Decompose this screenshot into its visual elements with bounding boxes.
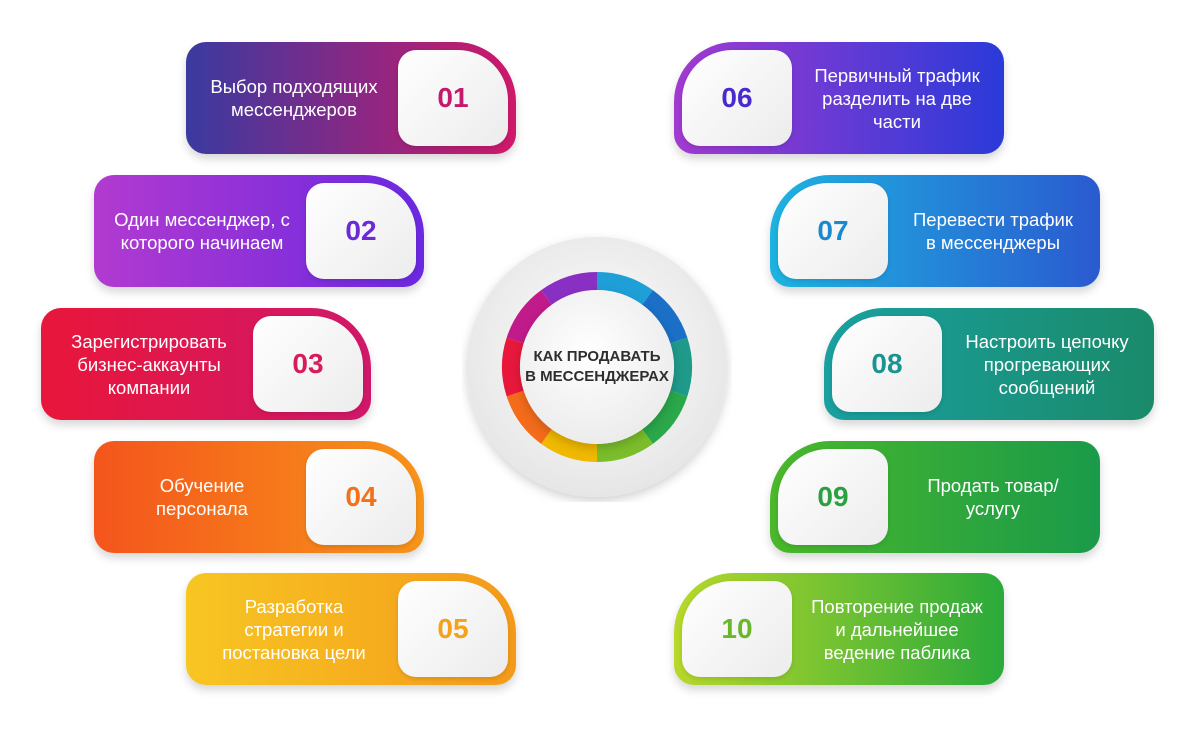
- ring-segment-1: [596, 272, 653, 305]
- step-card-09: 09 Продать товар/ услугу: [770, 441, 1100, 553]
- hub-color-ring: [502, 272, 692, 462]
- hub-title: КАК ПРОДАВАТЬ В МЕССЕНДЖЕРАХ: [525, 348, 669, 385]
- ring-segment-7: [506, 390, 553, 444]
- center-hub: КАК ПРОДАВАТЬ В МЕССЕНДЖЕРАХ: [462, 232, 732, 502]
- step-text-02: Один мессенджер, с которого начинаем: [114, 209, 290, 253]
- step-number-10: 10: [682, 581, 792, 677]
- ring-segment-4: [641, 390, 688, 444]
- step-text-09: Продать товар/ услугу: [927, 475, 1059, 519]
- step-number-08: 08: [832, 316, 942, 412]
- ring-segment-6: [541, 429, 598, 462]
- step-text-01: Выбор подходящих мессенджеров: [210, 76, 378, 120]
- step-number-01: 01: [398, 50, 508, 146]
- step-text-07: Перевести трафик в мессенджеры: [913, 209, 1073, 253]
- step-card-07: 07 Перевести трафик в мессенджеры: [770, 175, 1100, 287]
- step-number-07: 07: [778, 183, 888, 279]
- step-number-06: 06: [682, 50, 792, 146]
- step-card-10: 10 Повторение продаж и дальнейшее ведени…: [674, 573, 1004, 685]
- ring-segment-2: [641, 290, 688, 344]
- ring-segment-5: [596, 429, 653, 462]
- ring-segment-3: [670, 337, 692, 397]
- step-card-01: Выбор подходящих мессенджеров 01: [186, 42, 516, 154]
- step-card-02: Один мессенджер, с которого начинаем 02: [94, 175, 424, 287]
- step-text-03: Зарегистрировать бизнес-аккаунты компани…: [71, 330, 227, 398]
- step-card-04: Обучение персонала 04: [94, 441, 424, 553]
- ring-segment-8: [502, 337, 524, 397]
- hub-ring-graphic: [467, 237, 727, 497]
- step-card-08: 08 Настроить цепочку прогревающих сообще…: [824, 308, 1154, 420]
- step-text-10: Повторение продаж и дальнейшее ведение п…: [811, 595, 983, 663]
- step-number-04: 04: [306, 449, 416, 545]
- step-number-03: 03: [253, 316, 363, 412]
- step-text-08: Настроить цепочку прогревающих сообщений: [965, 330, 1129, 398]
- ring-segment-9: [506, 290, 553, 344]
- step-text-04: Обучение персонала: [156, 475, 248, 519]
- step-card-06: 06 Первичный трафик разделить на две час…: [674, 42, 1004, 154]
- step-card-03: Зарегистрировать бизнес-аккаунты компани…: [41, 308, 371, 420]
- step-number-05: 05: [398, 581, 508, 677]
- hub-inner-disc: [520, 290, 674, 444]
- step-number-09: 09: [778, 449, 888, 545]
- step-number-02: 02: [306, 183, 416, 279]
- step-text-05: Разработка стратегии и постановка цели: [222, 595, 366, 663]
- ring-segment-10: [541, 272, 598, 305]
- step-text-06: Первичный трафик разделить на две части: [814, 64, 980, 132]
- step-card-05: Разработка стратегии и постановка цели 0…: [186, 573, 516, 685]
